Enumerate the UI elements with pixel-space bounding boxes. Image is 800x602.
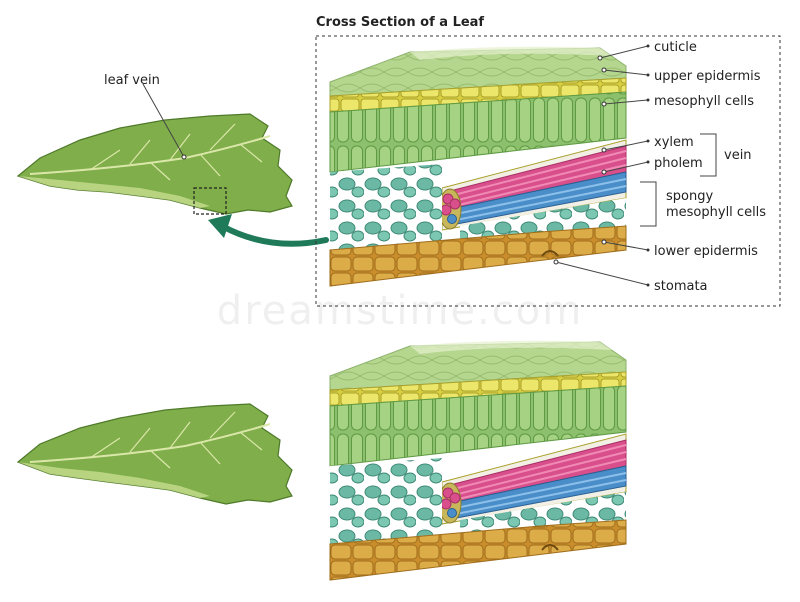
label-mesophyll-cells: mesophyll cells — [654, 94, 754, 109]
label-cuticle: cuticle — [654, 40, 697, 55]
zoom-arrow — [222, 226, 326, 244]
label-stomata: stomata — [654, 279, 708, 294]
label-endpoints — [647, 45, 650, 287]
diagram-title: Cross Section of a Leaf — [316, 15, 484, 30]
leaf-bottom — [18, 404, 292, 504]
label-upper-epidermis: upper epidermis — [654, 69, 761, 84]
label-spongy-mesophyll: mesophyll cells — [666, 205, 766, 220]
label-vein: vein — [724, 148, 752, 163]
label-spongy: spongy — [666, 189, 713, 204]
label-pholem: pholem — [654, 156, 703, 171]
cross-section-block-top — [330, 47, 626, 286]
leaf-vein-dot — [182, 155, 186, 159]
label-leaf-vein: leaf vein — [104, 73, 160, 88]
label-xylem: xylem — [654, 135, 694, 150]
watermark: dreamstime.com — [217, 288, 583, 334]
cross-section-block-bottom — [330, 341, 626, 580]
label-lower-epidermis: lower epidermis — [654, 244, 758, 259]
leaf-top — [18, 114, 292, 214]
